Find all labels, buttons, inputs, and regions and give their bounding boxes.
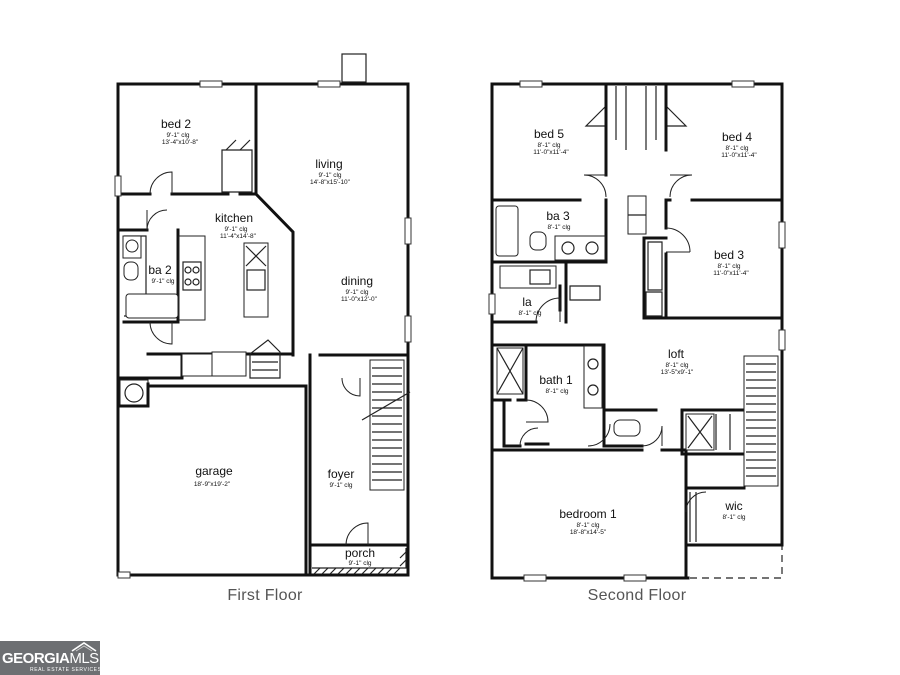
- svg-text:8'-1" clg: 8'-1" clg: [722, 514, 745, 521]
- svg-text:8'-1" clg: 8'-1" clg: [725, 145, 748, 152]
- svg-text:ba 3: ba 3: [546, 209, 570, 223]
- wic-walls: [684, 486, 784, 547]
- bed-walls-upper: [604, 84, 784, 264]
- ba3-tub: [495, 205, 519, 257]
- svg-text:9'-1" clg: 9'-1" clg: [151, 278, 174, 285]
- room-label-kitchen: kitchen 9'-1" clg 11'-4"x14'-8": [215, 211, 257, 240]
- first-floor-caption: First Floor: [227, 587, 303, 604]
- svg-text:8'-1" clg: 8'-1" clg: [665, 362, 688, 369]
- svg-text:bed 3: bed 3: [714, 248, 744, 262]
- room-label-ba-3: ba 3 8'-1" clg: [546, 209, 571, 231]
- svg-text:13'-5"x9'-1": 13'-5"x9'-1": [661, 369, 694, 376]
- svg-text:foyer: foyer: [328, 467, 355, 481]
- logo-tagline: REAL ESTATE SERVICES: [30, 667, 102, 673]
- room-label-dining: dining 9'-1" clg 11'-0"x12'-0": [341, 274, 378, 303]
- foyer-walls: [308, 353, 410, 577]
- first-floor-plan: [114, 53, 412, 579]
- bath1-toilet: [613, 419, 641, 437]
- svg-text:porch: porch: [345, 546, 375, 560]
- ba3-toilet: [529, 231, 547, 251]
- second-floor-caption: Second Floor: [587, 587, 687, 604]
- bed2-closet: [221, 149, 253, 193]
- svg-text:garage: garage: [195, 464, 233, 478]
- room-label-living: living 9'-1" clg 14'-8"x15'-10": [310, 157, 351, 186]
- ba2-walls: [118, 228, 180, 324]
- linen-closets: [584, 86, 688, 150]
- svg-text:14'-8"x15'-10": 14'-8"x15'-10": [310, 179, 351, 186]
- ba3-vanity: [554, 235, 606, 261]
- garage-walls: [116, 382, 308, 577]
- svg-text:wic: wic: [724, 499, 742, 513]
- svg-text:18'-9"x19'-2": 18'-9"x19'-2": [194, 481, 231, 488]
- room-label-bed-3: bed 3 8'-1" clg 11'-0"x11'-4": [713, 248, 749, 277]
- logo-wordmark: GEORGIAMLS: [2, 650, 99, 667]
- svg-text:9'-1" clg: 9'-1" clg: [329, 482, 352, 489]
- svg-text:11'-0"x12'-0": 11'-0"x12'-0": [341, 296, 378, 303]
- svg-text:dining: dining: [341, 274, 373, 288]
- svg-text:11'-0"x11'-4": 11'-0"x11'-4": [713, 270, 749, 277]
- main-stair: [369, 359, 405, 491]
- svg-text:18'-8"x14'-5": 18'-8"x14'-5": [570, 529, 607, 536]
- svg-text:bedroom 1: bedroom 1: [559, 507, 617, 521]
- svg-text:bed 5: bed 5: [534, 127, 564, 141]
- ba2-toilet: [123, 261, 139, 281]
- room-label-bath-1: bath 1 8'-1" clg: [539, 373, 573, 395]
- svg-text:9'-1" clg: 9'-1" clg: [348, 560, 371, 567]
- upper-stair: [743, 355, 779, 487]
- svg-text:11'-4"x14'-8": 11'-4"x14'-8": [220, 233, 257, 240]
- bath1-vanity: [583, 345, 603, 409]
- room-label-garage: garage 18'-9"x19'-2": [194, 464, 233, 488]
- room-label-bed-2: bed 2 9'-1" clg 13'-4"x10'-8": [161, 117, 199, 146]
- svg-text:8'-1" clg: 8'-1" clg: [576, 522, 599, 529]
- svg-text:8'-1" clg: 8'-1" clg: [537, 142, 560, 149]
- svg-text:bed 2: bed 2: [161, 117, 191, 131]
- svg-text:9'-1" clg: 9'-1" clg: [224, 226, 247, 233]
- chimney: [341, 53, 367, 83]
- first-floor-outer-walls: [116, 82, 410, 577]
- svg-text:9'-1" clg: 9'-1" clg: [345, 289, 368, 296]
- house-roof-icon: [71, 642, 97, 652]
- living-partition: [253, 191, 295, 357]
- room-label-bed-4: bed 4 8'-1" clg 11'-0"x11'-4": [721, 130, 757, 159]
- room-label-porch: porch 9'-1" clg: [345, 546, 375, 567]
- room-label-foyer: foyer 9'-1" clg: [328, 467, 355, 489]
- svg-text:bath 1: bath 1: [539, 373, 573, 387]
- svg-text:living: living: [315, 157, 342, 171]
- room-label-wic: wic 8'-1" clg: [722, 499, 745, 521]
- svg-text:13'-4"x10'-8": 13'-4"x10'-8": [162, 139, 199, 146]
- room-label-loft: loft 8'-1" clg 13'-5"x9'-1": [661, 347, 694, 376]
- bath1-walls: [490, 343, 658, 448]
- svg-text:8'-1" clg: 8'-1" clg: [518, 310, 541, 317]
- room-label-la: la 8'-1" clg: [518, 295, 541, 317]
- second-floor-plan: [488, 80, 786, 582]
- georgia-mls-logo: GEORGIAMLS REAL ESTATE SERVICES: [0, 641, 102, 675]
- svg-text:8'-1" clg: 8'-1" clg: [717, 263, 740, 270]
- svg-text:9'-1" clg: 9'-1" clg: [166, 132, 189, 139]
- room-label-bedroom-1: bedroom 1 8'-1" clg 18'-8"x14'-5": [559, 507, 617, 536]
- svg-text:8'-1" clg: 8'-1" clg: [547, 224, 570, 231]
- kitchen-island: [243, 242, 269, 318]
- svg-text:loft: loft: [668, 347, 685, 361]
- svg-text:la: la: [522, 295, 532, 309]
- room-label-bed-5: bed 5 8'-1" clg 11'-0"x11'-4": [533, 127, 569, 156]
- svg-text:11'-0"x11'-4": 11'-0"x11'-4": [533, 149, 569, 156]
- laundry-unit: [211, 351, 247, 377]
- svg-text:ba 2: ba 2: [148, 263, 172, 277]
- svg-text:9'-1" clg: 9'-1" clg: [318, 172, 341, 179]
- laundry-machines: [499, 265, 557, 289]
- svg-text:bed 4: bed 4: [722, 130, 752, 144]
- svg-text:11'-0"x11'-4": 11'-0"x11'-4": [721, 152, 757, 159]
- first-floor-labels: bed 2 9'-1" clg 13'-4"x10'-8" living 9'-…: [148, 117, 377, 567]
- svg-text:8'-1" clg: 8'-1" clg: [545, 388, 568, 395]
- svg-text:kitchen: kitchen: [215, 211, 253, 225]
- second-floor-labels: bed 5 8'-1" clg 11'-0"x11'-4" bed 4 8'-1…: [518, 127, 757, 536]
- room-label-ba-2: ba 2 9'-1" clg: [148, 263, 175, 285]
- bed3-walls: [642, 198, 784, 320]
- ba2-tub: [125, 293, 179, 319]
